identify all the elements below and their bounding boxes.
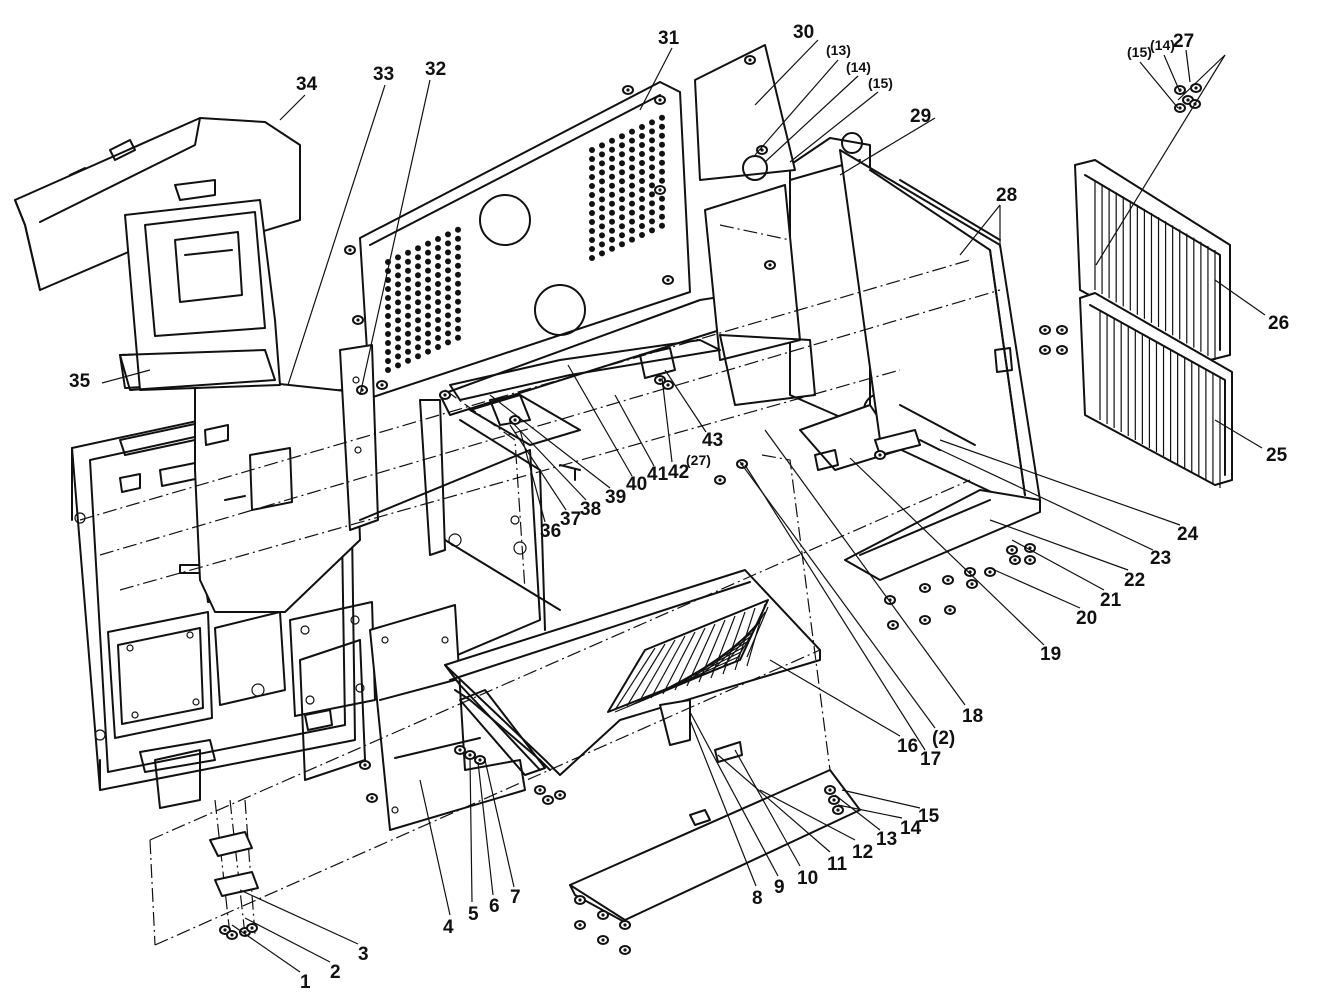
callout-19: 19 xyxy=(1040,644,1061,665)
callout-15-ref: (15) xyxy=(868,75,893,91)
callout-15-ref-top: (15) xyxy=(1127,44,1152,60)
callout-5: 5 xyxy=(468,904,479,925)
callout-9: 9 xyxy=(774,877,785,898)
callout-1: 1 xyxy=(300,972,311,993)
callout-12: 12 xyxy=(852,842,873,863)
cross-members xyxy=(448,339,721,555)
callout-26: 26 xyxy=(1268,313,1289,334)
callout-42: 42 xyxy=(668,462,689,483)
part-35-box xyxy=(119,179,281,391)
callout-23: 23 xyxy=(1150,548,1171,569)
part-32-side-panel xyxy=(339,344,379,531)
callout-14: 14 xyxy=(900,818,922,839)
callout-13: 13 xyxy=(876,829,897,850)
part-4-front-plate xyxy=(369,604,526,831)
callout-36: 36 xyxy=(540,521,561,542)
callout-27: 27 xyxy=(1173,31,1194,52)
callout-6: 6 xyxy=(489,896,500,917)
assembly-center-lines xyxy=(79,224,1001,946)
callout-32: 32 xyxy=(425,59,446,80)
callout-14-ref: (14) xyxy=(846,59,871,75)
callout-24: 24 xyxy=(1177,524,1199,545)
callout-39: 39 xyxy=(605,487,626,508)
callout-leaders xyxy=(101,39,1266,973)
callout-18: 18 xyxy=(962,706,983,727)
part-34-top-cover xyxy=(14,117,301,291)
callout-2-ref: (2) xyxy=(932,728,955,749)
callout-29: 29 xyxy=(910,106,931,127)
part-25-lower-grille xyxy=(1079,292,1233,488)
callout-8: 8 xyxy=(752,888,763,909)
callout-20: 20 xyxy=(1076,608,1097,629)
callout-41: 41 xyxy=(647,464,669,485)
callout-17: 17 xyxy=(920,749,941,770)
part-9-bracket xyxy=(659,699,743,763)
callout-35: 35 xyxy=(69,371,91,392)
part-26-upper-grille xyxy=(1074,159,1231,361)
callout-14-ref-top: (14) xyxy=(1150,37,1175,53)
callout-11: 11 xyxy=(827,854,848,875)
callout-25: 25 xyxy=(1266,445,1288,466)
part-12-bottom-bar xyxy=(569,769,861,926)
callout-33: 33 xyxy=(373,64,394,85)
part-16-step-panel xyxy=(444,569,821,776)
callout-15: 15 xyxy=(918,806,940,827)
callout-38: 38 xyxy=(580,499,601,520)
callout-16: 16 xyxy=(897,736,918,757)
callout-34: 34 xyxy=(296,74,318,95)
callout-10: 10 xyxy=(797,868,818,889)
callout-21: 21 xyxy=(1100,590,1122,611)
callout-2: 2 xyxy=(330,962,341,983)
callout-37: 37 xyxy=(560,509,581,530)
callout-labels: 1 2 3 4 5 6 7 8 9 10 11 12 13 14 15 16 1… xyxy=(69,22,1289,993)
callout-3: 3 xyxy=(358,944,369,965)
callout-27-ref: (27) xyxy=(686,452,711,468)
callout-30: 30 xyxy=(793,22,814,43)
callout-22: 22 xyxy=(1124,570,1145,591)
callout-4: 4 xyxy=(443,917,454,938)
callout-43: 43 xyxy=(702,430,723,451)
callout-31: 31 xyxy=(658,28,680,49)
callout-40: 40 xyxy=(626,474,647,495)
callout-28: 28 xyxy=(996,185,1017,206)
part-31-perforated-hood xyxy=(359,81,691,399)
callout-7: 7 xyxy=(510,887,521,908)
part-28-right-frame xyxy=(839,149,1041,511)
callout-13-ref: (13) xyxy=(826,42,851,58)
